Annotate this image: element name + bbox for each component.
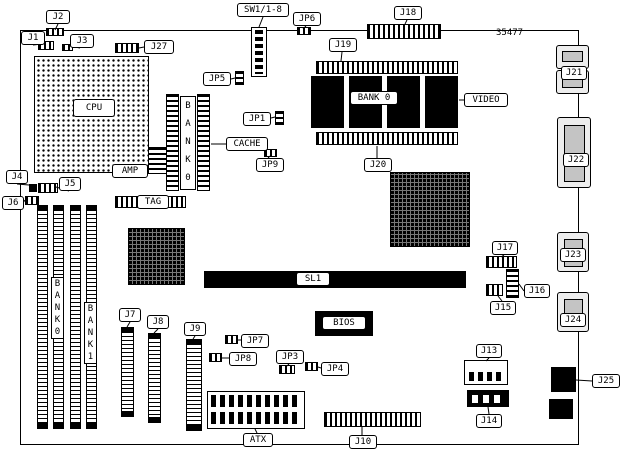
- label-j27: J27: [144, 40, 174, 54]
- label-j18: J18: [394, 6, 422, 20]
- cpu-label: CPU: [73, 99, 115, 117]
- label-j2: J2: [46, 10, 70, 24]
- connector-j8-slot: [148, 333, 161, 423]
- connector-j6-pins: [25, 196, 39, 205]
- jumper-jp8-pins: [209, 353, 222, 362]
- label-jp4: JP4: [321, 362, 349, 376]
- label-j24: J24: [560, 313, 586, 327]
- dip-switch-sw1: [251, 27, 267, 77]
- atx-pin-row-2: [211, 412, 301, 424]
- connector-j9-slot: [186, 339, 202, 431]
- label-jp5: JP5: [203, 72, 231, 86]
- io-controller-chip: [128, 228, 185, 285]
- label-cache: CACHE: [226, 137, 268, 151]
- amp-label: AMP: [112, 164, 148, 178]
- video-ram-chip-4: [425, 76, 458, 128]
- label-j3: J3: [70, 34, 94, 48]
- label-jp1: JP1: [243, 112, 271, 126]
- label-j7: J7: [119, 308, 141, 322]
- label-j13: J13: [476, 344, 502, 358]
- board-part-number: 35477: [496, 28, 524, 38]
- jumper-jp6-pins: [297, 27, 311, 35]
- label-j20: J20: [364, 158, 392, 172]
- label-j9: J9: [184, 322, 206, 336]
- jumper-jp7-pins: [225, 335, 238, 344]
- label-j15: J15: [490, 301, 516, 315]
- sl1-slot: [204, 271, 466, 288]
- connector-j14-body: [467, 390, 509, 407]
- label-j19: J19: [329, 38, 357, 52]
- label-j8: J8: [147, 315, 169, 329]
- label-j21: J21: [561, 66, 587, 80]
- connector-j25-body: [551, 367, 576, 392]
- chipset-chip: [390, 172, 470, 247]
- connector-j19-header: [316, 61, 458, 74]
- cache-bank-label: B A N K 0: [180, 96, 196, 190]
- label-j6: J6: [2, 196, 24, 210]
- connector-j10-header: [324, 412, 421, 427]
- port-j21-top-inner: [562, 51, 583, 62]
- label-jp7: JP7: [241, 334, 269, 348]
- label-video-bank0: BANK 0: [350, 91, 398, 105]
- port-j22: [557, 117, 591, 188]
- label-j25: J25: [592, 374, 620, 388]
- connector-j1-pins: [38, 41, 54, 50]
- label-tag: TAG: [137, 195, 169, 209]
- label-atx: ATX: [243, 433, 273, 447]
- connector-j20-header: [316, 132, 458, 145]
- jumper-jp9-pins: [264, 149, 277, 157]
- jumper-jp3-pins: [279, 365, 295, 374]
- cache-bank-chip-right: [197, 94, 210, 191]
- label-video: VIDEO: [464, 93, 508, 107]
- bios-label: BIOS: [322, 316, 366, 330]
- jumper-jp4-pins: [305, 362, 318, 371]
- connector-j18-header: [367, 24, 441, 39]
- label-j22: J22: [563, 153, 589, 167]
- label-sw1: SW1/1-8: [237, 3, 289, 17]
- connector-j5-pins: [38, 183, 58, 193]
- connector-j4-pins: [29, 184, 37, 192]
- connector-j2-pins: [46, 28, 64, 36]
- label-j23: J23: [560, 248, 586, 262]
- label-j14: J14: [476, 414, 502, 428]
- connector-j7-slot: [121, 327, 134, 417]
- jumper-jp5-pins: [235, 71, 244, 85]
- label-jp3: JP3: [276, 350, 304, 364]
- label-j1: J1: [21, 31, 45, 45]
- memory-slot-1: [37, 205, 48, 429]
- cache-bank-chip-left: [166, 94, 179, 191]
- label-j5: J5: [59, 177, 81, 191]
- label-jp6: JP6: [293, 12, 321, 26]
- memory-slot-3: [70, 205, 81, 429]
- label-jp9: JP9: [256, 158, 284, 172]
- atx-pin-row-1: [211, 395, 301, 407]
- dip-switch-rockers: [255, 30, 263, 74]
- jumper-jp1-pins: [275, 111, 284, 125]
- label-j17: J17: [492, 241, 518, 255]
- memory-bank1-label: B A N K 1: [84, 302, 97, 364]
- edge-component-bottom-right: [549, 399, 573, 419]
- connector-j17-pins: [486, 256, 517, 268]
- video-ram-chip-1: [311, 76, 344, 128]
- connector-j27-pins: [115, 43, 139, 53]
- memory-bank0-label: B A N K 0: [51, 277, 64, 339]
- connector-j13-pins: [469, 372, 503, 381]
- label-j4: J4: [6, 170, 28, 184]
- label-j16: J16: [524, 284, 550, 298]
- connector-j15-pins: [486, 284, 503, 296]
- label-jp8: JP8: [229, 352, 257, 366]
- connector-j13-body: [464, 360, 508, 385]
- sl1-label: SL1: [296, 272, 330, 286]
- connector-j16-pins: [506, 269, 519, 298]
- connector-j14-pins: [472, 395, 504, 403]
- label-j10: J10: [349, 435, 377, 449]
